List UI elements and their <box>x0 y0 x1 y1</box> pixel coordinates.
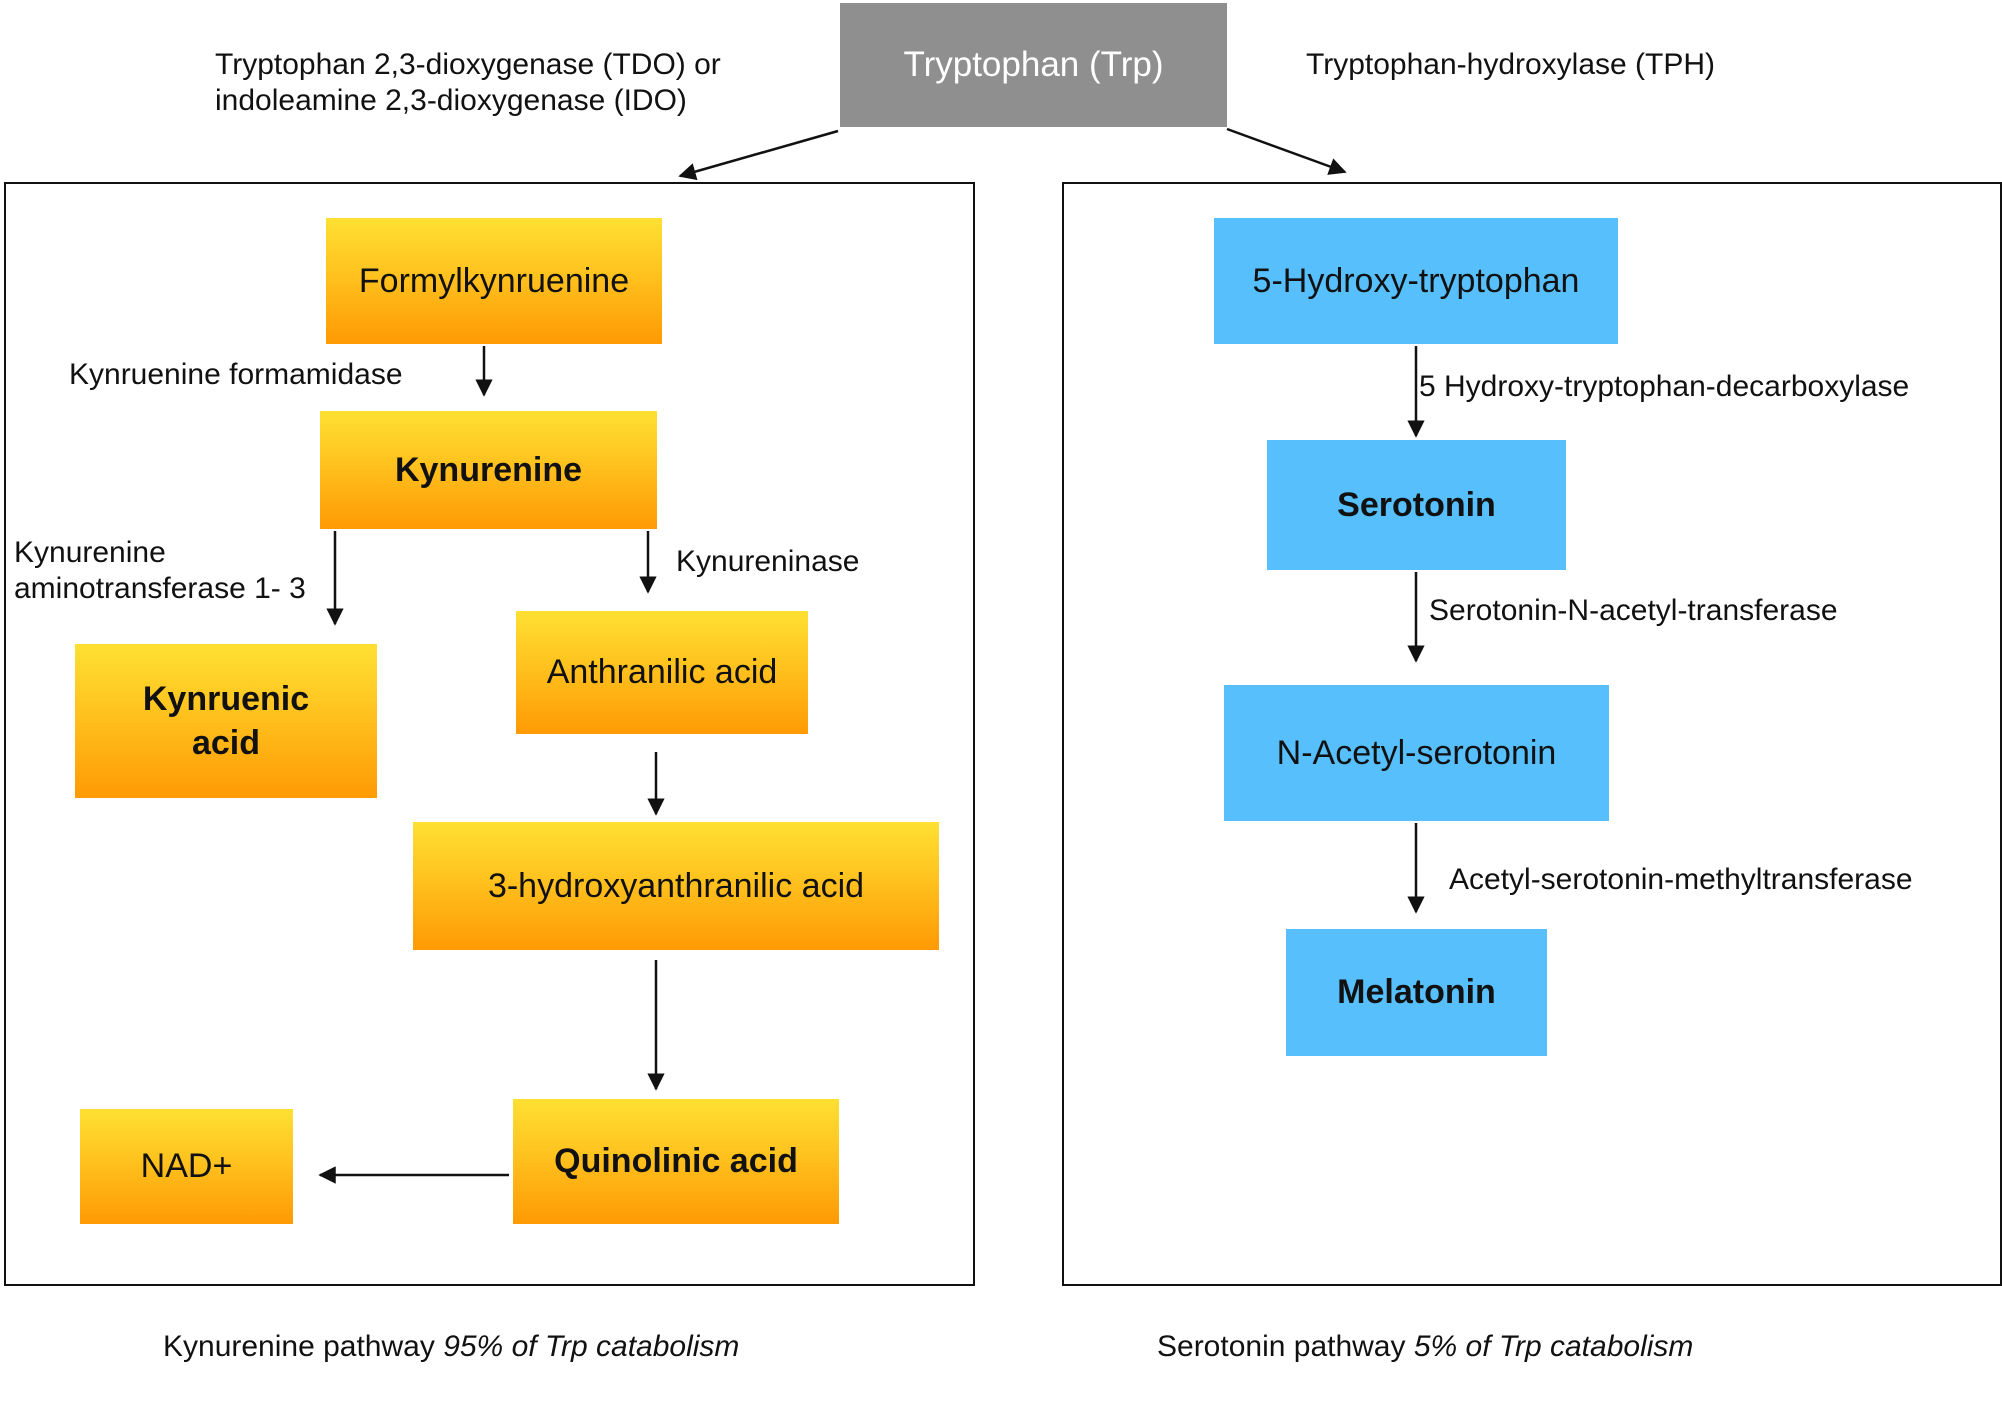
serotonin-pathway-panel <box>1062 182 2002 1286</box>
arrow-trp-to-kynurenine-panel <box>678 129 839 181</box>
kynurenine-node: Kynurenine <box>320 411 657 529</box>
quinolinic-acid-node: Quinolinic acid <box>513 1099 839 1224</box>
arrow-trp-to-serotonin-panel <box>1226 127 1347 175</box>
kynurenic-acid-node: Kynruenic acid <box>75 644 377 798</box>
hydroxytryptophan-node: 5-Hydroxy-tryptophan <box>1214 218 1618 344</box>
methyltransferase-enzyme-label: Acetyl-serotonin-methyltransferase <box>1449 863 1913 896</box>
formylkynurenine-node: Formylkynruenine <box>326 218 662 344</box>
tryptophan-label: Tryptophan (Trp) <box>903 45 1164 85</box>
serotonin-node: Serotonin <box>1267 440 1566 570</box>
acetyl-transferase-enzyme-label: Serotonin-N-acetyl-transferase <box>1429 594 1838 627</box>
serotonin-pathway-caption: Serotonin pathway 5% of Trp catabolism <box>1157 1330 1694 1363</box>
tph-enzyme-label: Tryptophan-hydroxylase (TPH) <box>1306 48 1716 81</box>
aminotransferase-enzyme-label: Kynurenine aminotransferase 1- 3 <box>14 536 306 605</box>
kynurenine-pathway-panel <box>4 182 975 1286</box>
melatonin-node: Melatonin <box>1286 929 1547 1056</box>
kynurenine-pathway-caption: Kynurenine pathway 95% of Trp catabolism <box>163 1330 740 1363</box>
hydroxyanthranilic-acid-node: 3-hydroxyanthranilic acid <box>413 822 939 950</box>
decarboxylase-enzyme-label: 5 Hydroxy-tryptophan-decarboxylase <box>1419 370 1910 403</box>
kynureninase-enzyme-label: Kynureninase <box>676 545 860 578</box>
tdo-ido-enzyme-label: Tryptophan 2,3-dioxygenase (TDO) or indo… <box>215 48 721 117</box>
n-acetyl-serotonin-node: N-Acetyl-serotonin <box>1224 685 1609 821</box>
nad-node: NAD+ <box>80 1109 293 1224</box>
tryptophan-node: Tryptophan (Trp) <box>840 3 1227 127</box>
anthranilic-acid-node: Anthranilic acid <box>516 611 808 734</box>
formamidase-enzyme-label: Kynruenine formamidase <box>69 358 403 391</box>
